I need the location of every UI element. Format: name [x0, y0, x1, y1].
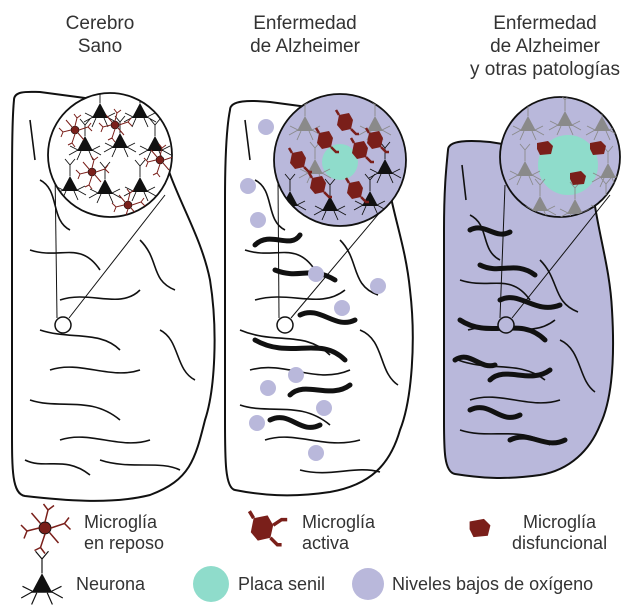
legend-senile-plaque: Placa senil — [238, 574, 325, 595]
legend-line: disfuncional — [512, 533, 607, 554]
legend-line: Microglía — [302, 512, 375, 533]
legend-line: Microglía — [512, 512, 607, 533]
alzheimer-other-brain — [444, 94, 624, 478]
legend-low-oxygen: Niveles bajos de oxígeno — [392, 574, 593, 595]
active-microglia-icon — [249, 511, 287, 545]
legend-line: activa — [302, 533, 375, 554]
legend-line: en reposo — [84, 533, 164, 554]
healthy-brain — [12, 86, 215, 501]
legend-resting-microglia: Microglía en reposo — [84, 512, 164, 554]
dysfunctional-microglia-icon — [470, 519, 491, 537]
senile-plaque-icon — [193, 566, 229, 602]
low-oxygen-icon — [352, 568, 384, 600]
neuron-icon — [21, 551, 63, 604]
legend-dysfunctional-microglia: Microglía disfuncional — [512, 512, 607, 554]
resting-microglia-icon — [21, 504, 71, 554]
zoom-circle — [48, 93, 172, 217]
legend-neuron: Neurona — [76, 574, 145, 595]
legend-active-microglia: Microglía activa — [302, 512, 375, 554]
alzheimer-brain — [225, 94, 413, 495]
legend-line: Microglía — [84, 512, 164, 533]
